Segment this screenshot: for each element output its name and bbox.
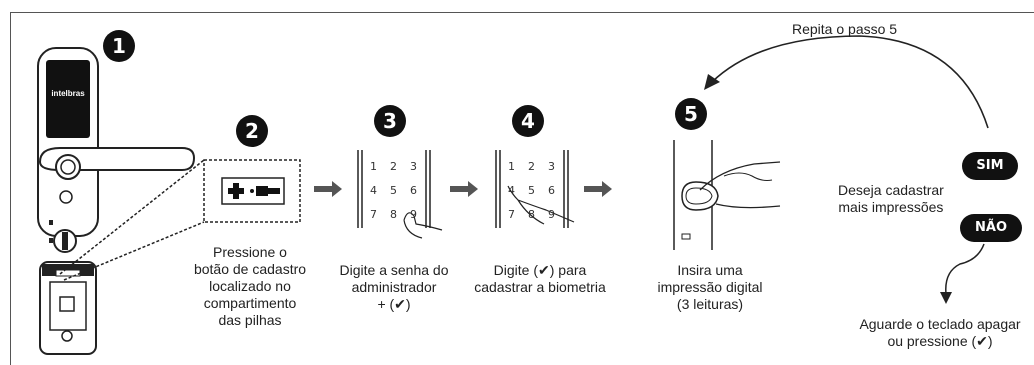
fingerprint-scan-illustration <box>673 140 781 250</box>
caption-line: (3 leituras) <box>676 296 744 312</box>
caption-line: cadastrar a biometria <box>474 279 606 295</box>
key: 5 <box>528 184 535 197</box>
step-2-badge: 2 <box>236 115 268 147</box>
step-2-caption: Pressione o botão de cadastro localizado… <box>186 244 314 329</box>
key: 7 <box>370 208 377 221</box>
step-4-badge: 4 <box>512 105 544 137</box>
key: 1 <box>370 160 377 173</box>
key: 1 <box>508 160 515 173</box>
step-4-caption: Digite (✔) para cadastrar a biometria <box>470 262 610 296</box>
key: 9 <box>548 208 555 221</box>
caption-line: das pilhas <box>218 312 282 328</box>
step-5-caption: Insira uma impressão digital (3 leituras… <box>650 262 770 313</box>
step-3-caption: Digite a senha do administrador + (✔) <box>330 262 458 313</box>
key: 7 <box>508 208 515 221</box>
question-line: Deseja cadastrar <box>838 182 944 198</box>
frame-left-border <box>10 12 11 365</box>
keypad-step-3: 1 2 3 4 5 6 7 8 9 <box>356 150 436 230</box>
keypad-illustration <box>357 150 443 239</box>
step-1-badge: 1 <box>103 30 135 62</box>
question-line: mais impressões <box>838 199 944 215</box>
key: 8 <box>390 208 397 221</box>
caption-line: Pressione o <box>213 244 287 260</box>
repeat-step-label: Repita o passo 5 <box>792 21 898 37</box>
lock-brand-label: intelbras <box>51 89 85 98</box>
frame-top-border <box>10 12 1034 13</box>
keypad-illustration <box>495 150 575 228</box>
key: 6 <box>410 184 417 197</box>
caption-line: Insira uma <box>677 262 743 278</box>
caption-line: Digite (✔) para <box>493 262 587 278</box>
caption-line: compartimento <box>203 295 297 311</box>
key: 4 <box>508 184 515 197</box>
arrow-right-icon <box>584 181 612 197</box>
step-3-badge: 3 <box>374 105 406 137</box>
key: 6 <box>548 184 555 197</box>
caption-line: administrador <box>351 279 437 295</box>
key: 4 <box>370 184 377 197</box>
key: 8 <box>528 208 535 221</box>
final-instruction: Aguarde o teclado apagar ou pressione (✔… <box>850 316 1030 350</box>
key: 2 <box>390 160 397 173</box>
keypad-step-4: 1 2 3 4 5 6 7 8 9 <box>494 150 574 230</box>
key: 5 <box>390 184 397 197</box>
yes-option-badge: SIM <box>962 152 1018 180</box>
question-text: Deseja cadastrar mais impressões <box>838 182 944 216</box>
arrow-right-icon <box>450 181 478 197</box>
caption-line: localizado no <box>209 278 291 294</box>
key: 3 <box>548 160 555 173</box>
no-option-badge: NÃO <box>960 214 1022 242</box>
key: 3 <box>410 160 417 173</box>
caption-line: botão de cadastro <box>193 261 307 277</box>
caption-line: + (✔) <box>377 296 411 312</box>
final-line: ou pressione (✔) <box>887 333 993 349</box>
arrow-right-icon <box>314 181 342 197</box>
caption-line: impressão digital <box>657 279 763 295</box>
key: 2 <box>528 160 535 173</box>
key: 9 <box>410 208 417 221</box>
final-line: Aguarde o teclado apagar <box>859 316 1021 332</box>
caption-line: Digite a senha do <box>339 262 449 278</box>
step-5-badge: 5 <box>675 98 707 130</box>
